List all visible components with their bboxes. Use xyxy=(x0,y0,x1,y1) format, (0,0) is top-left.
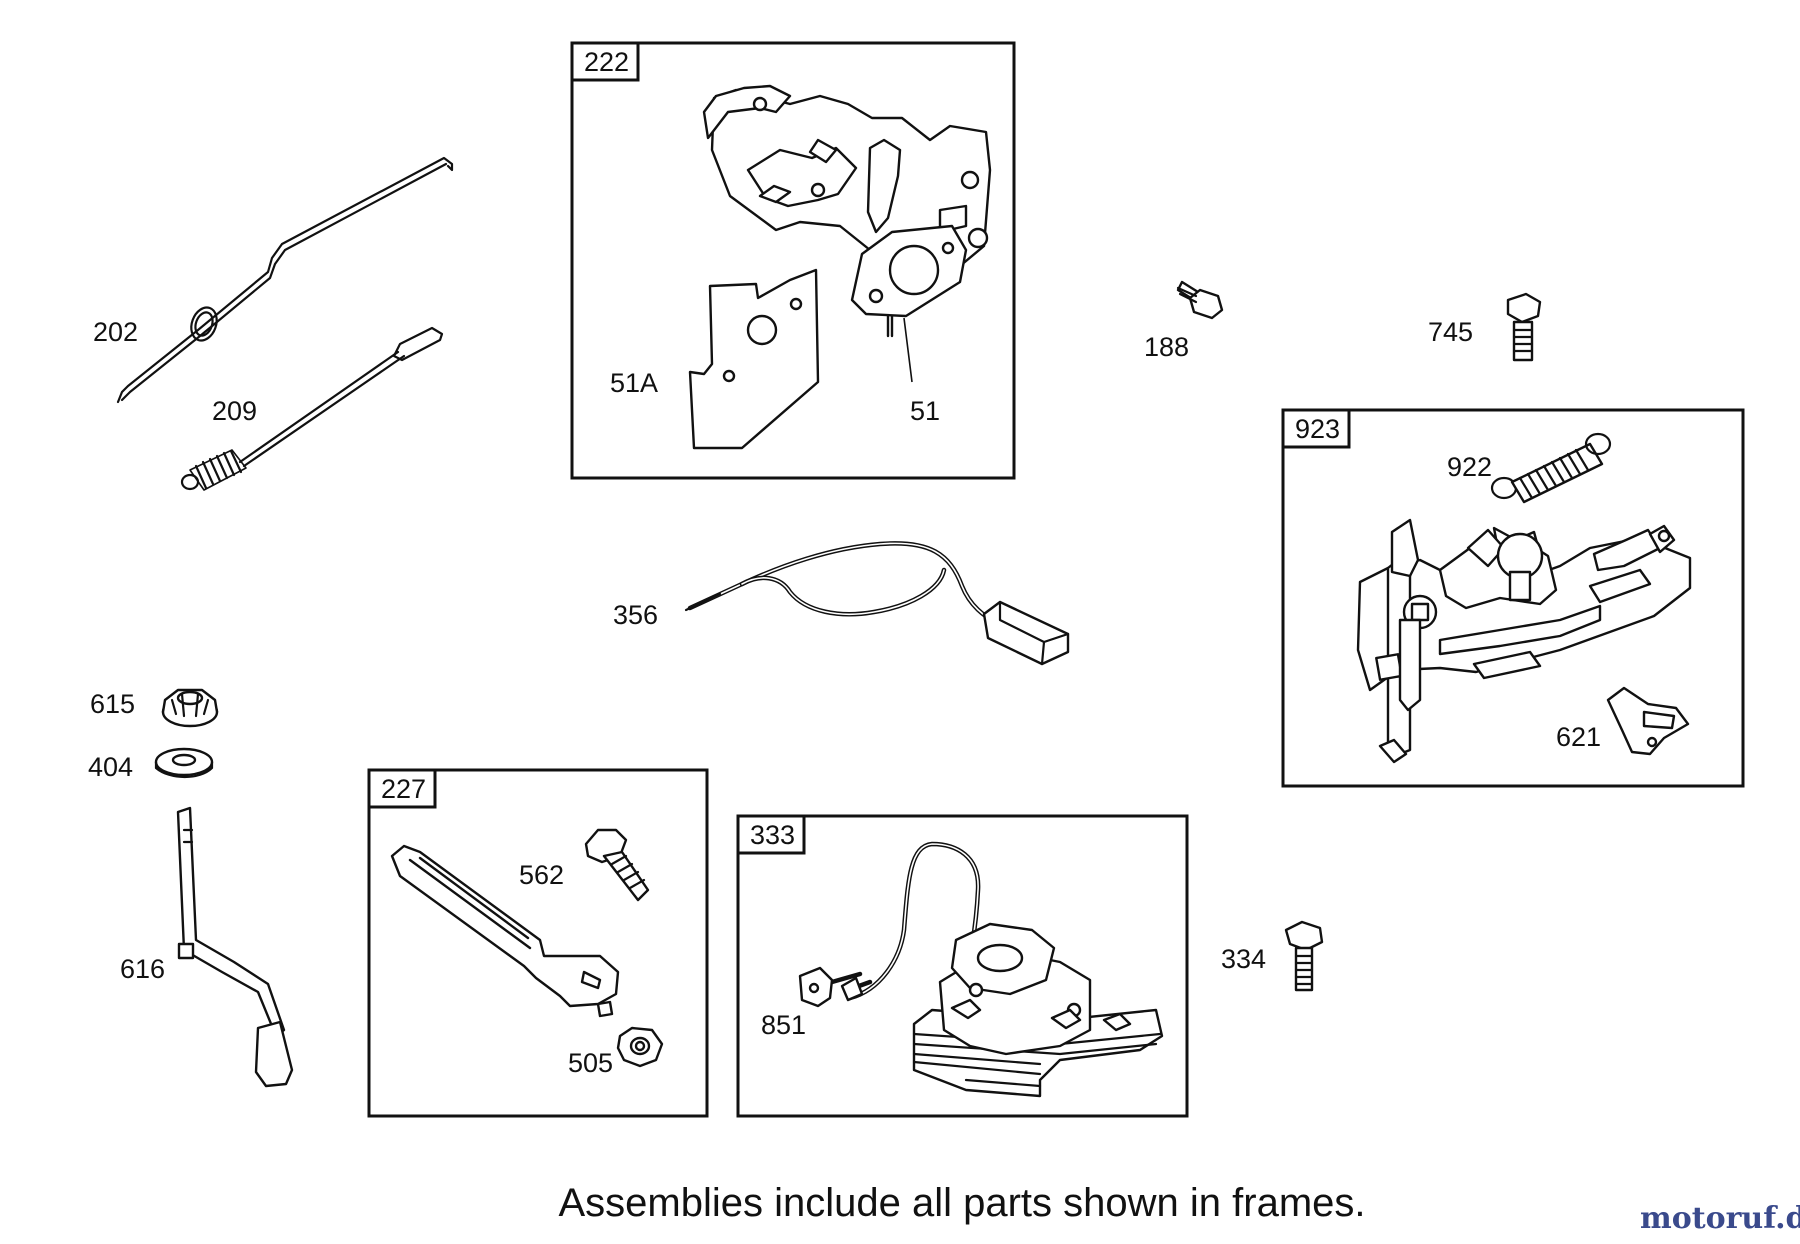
frame-222: 222 xyxy=(570,41,1016,480)
frame-222-number: 222 xyxy=(584,47,629,77)
governor-spring-209 xyxy=(180,326,444,491)
frame-227: 227 xyxy=(367,768,709,1118)
bolt-745 xyxy=(1506,292,1542,362)
label-356: 356 xyxy=(613,600,658,630)
label-51A: 51A xyxy=(610,368,658,398)
speed-lever-227 xyxy=(390,844,620,1018)
watermark-logo: motoruf.de xyxy=(1640,1201,1800,1236)
governor-lever-616 xyxy=(176,806,294,1088)
caption: Assemblies include all parts shown in fr… xyxy=(558,1181,1365,1225)
label-404: 404 xyxy=(88,752,133,782)
bolt-188 xyxy=(1176,280,1224,320)
watermark-text: motoruf.de xyxy=(1640,1201,1800,1236)
label-209: 209 xyxy=(212,396,257,426)
control-plate-923 xyxy=(1356,518,1692,764)
label-505: 505 xyxy=(568,1048,613,1078)
spring-922 xyxy=(1490,432,1612,504)
screw-562 xyxy=(584,828,650,902)
frame-333: 333 xyxy=(736,814,1189,1118)
frame-227-number: 227 xyxy=(381,774,426,804)
clip-621 xyxy=(1606,686,1690,756)
label-51: 51 xyxy=(910,396,940,426)
nut-615 xyxy=(161,688,219,728)
label-922: 922 xyxy=(1447,452,1492,482)
label-616: 616 xyxy=(120,954,165,984)
label-745: 745 xyxy=(1428,317,1473,347)
label-562: 562 xyxy=(519,860,564,890)
label-202: 202 xyxy=(93,317,138,347)
nut-505 xyxy=(616,1026,664,1068)
label-188: 188 xyxy=(1144,332,1189,362)
frame-923: 923 xyxy=(1281,408,1745,788)
frame-333-number: 333 xyxy=(750,820,795,850)
plate-51A xyxy=(688,268,820,450)
label-615: 615 xyxy=(90,689,135,719)
washer-404 xyxy=(154,747,214,778)
label-851: 851 xyxy=(761,1010,806,1040)
control-bracket-51 xyxy=(702,84,992,383)
ground-wire-356 xyxy=(684,541,1070,666)
label-621: 621 xyxy=(1556,722,1601,752)
label-334: 334 xyxy=(1221,944,1266,974)
governor-link-202 xyxy=(116,156,454,404)
bolt-334 xyxy=(1284,920,1324,992)
frame-923-number: 923 xyxy=(1295,414,1340,444)
ignition-coil-333 xyxy=(798,841,1164,1098)
